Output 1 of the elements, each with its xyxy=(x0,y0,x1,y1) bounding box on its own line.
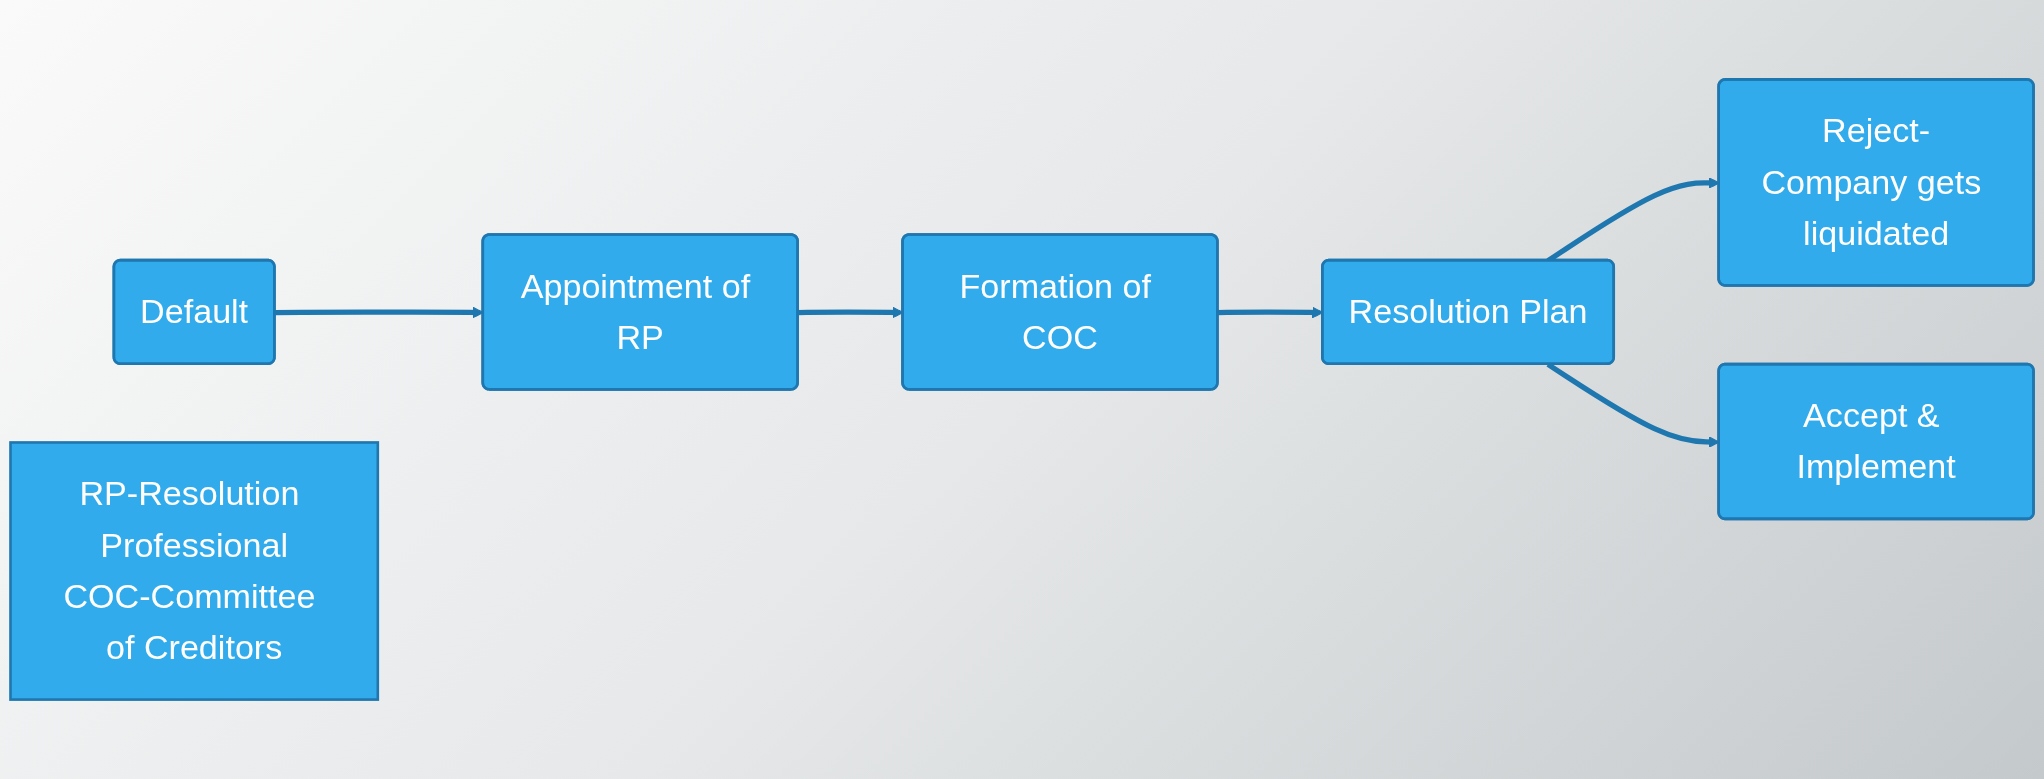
node-box: RP-Resolution Professional COC-Committee of Creditors xyxy=(9,441,380,701)
